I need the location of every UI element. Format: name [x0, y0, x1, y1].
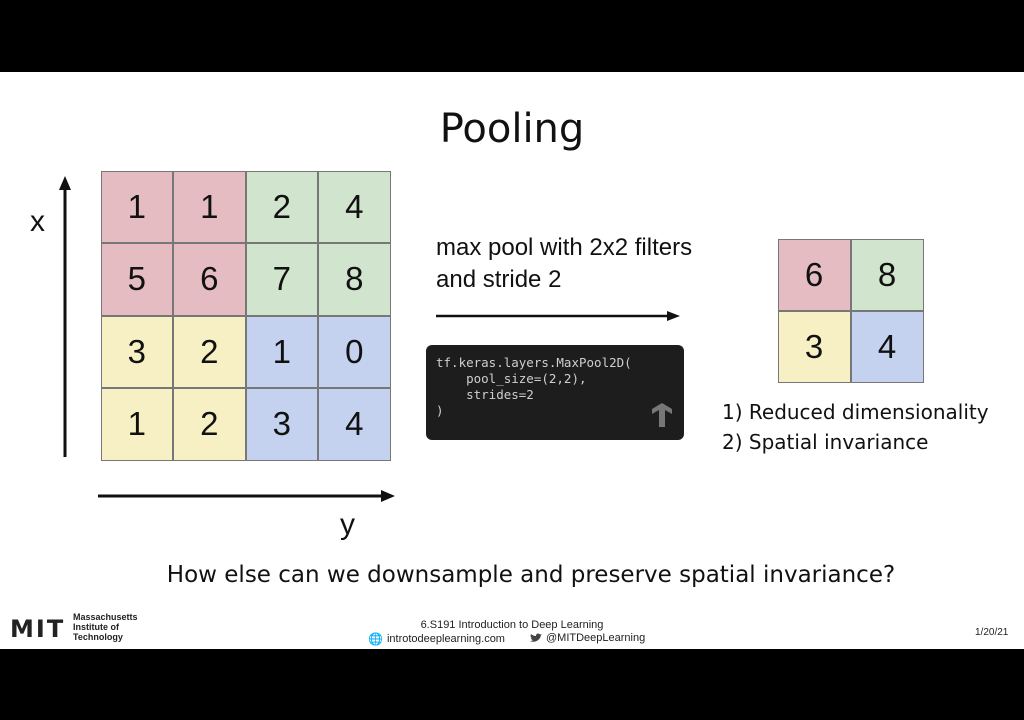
pooling-caption: max pool with 2x2 filters and stride 2 [436, 232, 756, 296]
axes-arrows [59, 176, 680, 502]
code-line: pool_size=(2,2), [436, 371, 587, 386]
y-axis-label: y [340, 508, 355, 541]
twitter-link[interactable]: @MITDeepLearning [546, 632, 646, 644]
code-line: tf.keras.layers.MaxPool2D( [436, 355, 632, 370]
input-cell: 1 [100, 388, 173, 461]
code-line: ) [436, 403, 444, 418]
institute-name: Massachusetts Institute of Technology [73, 612, 138, 642]
caption-line-1: max pool with 2x2 filters [436, 234, 693, 261]
output-cell: 6 [777, 238, 851, 311]
input-cell: 2 [245, 170, 318, 243]
input-cell: 3 [100, 315, 173, 388]
input-cell: 1 [100, 170, 173, 243]
input-cell: 2 [173, 315, 246, 388]
code-snippet: tf.keras.layers.MaxPool2D( pool_size=(2,… [426, 345, 684, 440]
point-reduced-dimensionality: 1) Reduced dimensionality [722, 400, 989, 424]
output-cell: 4 [850, 310, 924, 383]
caption-line-2: and stride 2 [436, 266, 562, 293]
input-cell: 4 [318, 170, 391, 243]
output-cell: 3 [777, 310, 851, 383]
input-cell: 8 [318, 243, 391, 316]
footer: MIT Massachusetts Institute of Technolog… [0, 609, 1024, 649]
point-spatial-invariance: 2) Spatial invariance [722, 430, 929, 454]
globe-icon: 🌐 [368, 632, 383, 646]
tensorflow-logo-icon [652, 403, 672, 427]
institute-line: Technology [73, 632, 123, 642]
input-cell: 5 [100, 243, 173, 316]
slide-title: Pooling [439, 106, 585, 152]
input-cell: 4 [318, 388, 391, 461]
input-cell: 7 [245, 243, 318, 316]
input-cell: 1 [173, 170, 246, 243]
mit-logo: MIT [10, 615, 66, 643]
x-axis-label: x [30, 205, 45, 238]
input-cell: 6 [173, 243, 246, 316]
code-line: strides=2 [436, 387, 534, 402]
input-cell: 3 [245, 388, 318, 461]
input-cell: 0 [318, 315, 391, 388]
website[interactable]: 🌐 introtodeeplearning.com [368, 632, 505, 646]
institute-line: Massachusetts [73, 612, 138, 622]
website-link[interactable]: introtodeeplearning.com [386, 633, 505, 645]
institute-line: Institute of [73, 622, 119, 632]
twitter-handle[interactable]: @MITDeepLearning [530, 632, 645, 644]
question-text: How else can we downsample and preserve … [166, 562, 896, 588]
input-cell: 2 [173, 388, 246, 461]
output-cell: 8 [850, 238, 924, 311]
slide-date: 1/20/21 [975, 627, 1009, 638]
twitter-bird-icon [530, 633, 542, 642]
course-name: 6.S191 Introduction to Deep Learning [420, 619, 604, 631]
input-cell: 1 [245, 315, 318, 388]
